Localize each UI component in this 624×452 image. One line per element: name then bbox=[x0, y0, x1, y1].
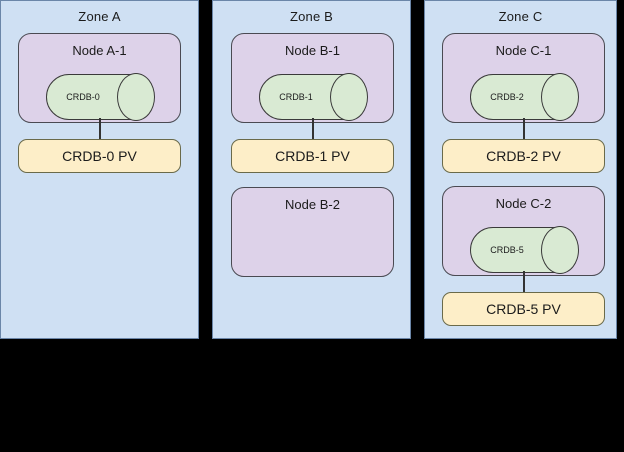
connector-node-b-1-to-crdb-1-pv bbox=[312, 118, 314, 140]
node-b-2-title: Node B-2 bbox=[285, 197, 340, 212]
crdb-5-label: CRDB-5 bbox=[490, 245, 524, 255]
cylinder-cap-icon bbox=[541, 226, 579, 274]
zone-c-title: Zone C bbox=[498, 9, 543, 24]
crdb-0-cylinder[interactable]: CRDB-0 bbox=[46, 73, 155, 121]
node-a-1-title: Node A-1 bbox=[72, 43, 127, 58]
crdb-0-pv-label: CRDB-0 PV bbox=[62, 148, 137, 164]
crdb-2-pv-box[interactable]: CRDB-2 PV bbox=[442, 139, 605, 173]
cylinder-cap-icon bbox=[330, 73, 368, 121]
node-c-2-title: Node C-2 bbox=[495, 196, 552, 211]
zone-a-title: Zone A bbox=[78, 9, 121, 24]
crdb-1-label: CRDB-1 bbox=[279, 92, 313, 102]
crdb-1-pv-label: CRDB-1 PV bbox=[275, 148, 350, 164]
crdb-5-pv-box[interactable]: CRDB-5 PV bbox=[442, 292, 605, 326]
crdb-0-label: CRDB-0 bbox=[66, 92, 100, 102]
crdb-5-cylinder[interactable]: CRDB-5 bbox=[470, 226, 579, 274]
crdb-2-cylinder[interactable]: CRDB-2 bbox=[470, 73, 579, 121]
node-b-1-title: Node B-1 bbox=[285, 43, 340, 58]
crdb-1-cylinder[interactable]: CRDB-1 bbox=[259, 73, 368, 121]
crdb-2-pv-label: CRDB-2 PV bbox=[486, 148, 561, 164]
connector-node-c-2-to-crdb-5-pv bbox=[523, 271, 525, 293]
zone-b-title: Zone B bbox=[289, 9, 334, 24]
crdb-1-pv-box[interactable]: CRDB-1 PV bbox=[231, 139, 394, 173]
connector-node-a-1-to-crdb-0-pv bbox=[99, 118, 101, 140]
cylinder-cap-icon bbox=[117, 73, 155, 121]
cylinder-cap-icon bbox=[541, 73, 579, 121]
crdb-0-pv-box[interactable]: CRDB-0 PV bbox=[18, 139, 181, 173]
crdb-5-pv-label: CRDB-5 PV bbox=[486, 301, 561, 317]
crdb-2-label: CRDB-2 bbox=[490, 92, 524, 102]
node-c-1-title: Node C-1 bbox=[495, 43, 552, 58]
connector-node-c-1-to-crdb-2-pv bbox=[523, 118, 525, 140]
node-b-2-box[interactable]: Node B-2 bbox=[231, 187, 394, 277]
